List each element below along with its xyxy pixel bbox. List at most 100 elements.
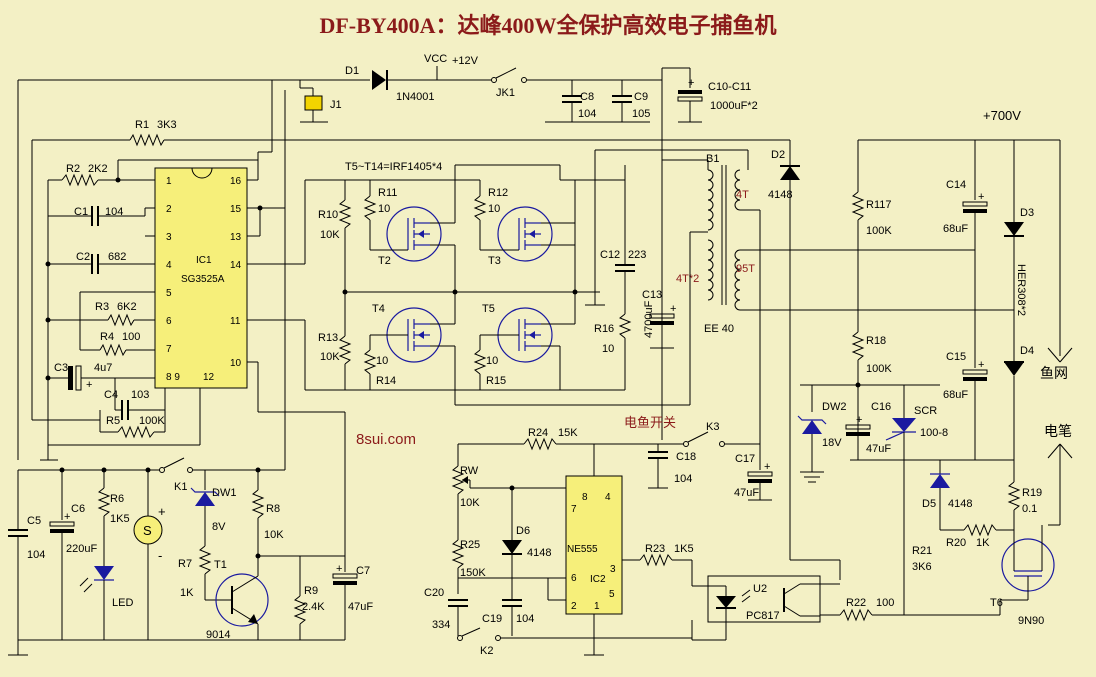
scr-label: SCR — [914, 405, 937, 417]
r5-label: R5 — [106, 415, 120, 427]
k2-label: K2 — [480, 645, 493, 657]
t4-label: T4 — [372, 303, 385, 315]
ic1-pin-10: 10 — [230, 358, 242, 369]
optocoupler-u2: U2 PC817 — [691, 560, 840, 641]
c1-value: 104 — [105, 206, 123, 218]
r21-label: R21 — [912, 545, 932, 557]
r117-label: R117 — [866, 199, 891, 211]
c10-label: C10-C11 — [708, 81, 751, 93]
c13-label: C13 — [642, 289, 662, 301]
plus-c17: + — [764, 461, 770, 473]
ic2-pin-5: 5 — [609, 589, 615, 600]
hv-section: D2 4148 +700V R117 100K R18 100K C14 68u… — [768, 108, 1073, 560]
r2-value: 2K2 — [88, 163, 108, 175]
c12-value: 223 — [628, 249, 646, 261]
t2-label: T2 — [378, 255, 391, 267]
transistor-t1 — [215, 573, 269, 627]
r11-label: R11 — [378, 187, 397, 199]
r4-label: R4 — [100, 331, 114, 343]
ic2-ne555 — [565, 475, 623, 615]
b1-label: B1 — [706, 153, 719, 165]
dw2-label: DW2 — [822, 401, 846, 413]
diode-d2 — [780, 166, 800, 180]
t1-label: T1 — [214, 559, 227, 571]
vcc-label: VCC — [424, 53, 447, 65]
d6-label: D6 — [516, 525, 530, 537]
mosfet-t3 — [497, 206, 553, 262]
diode-d5 — [930, 474, 950, 488]
ic2-pin-7: 7 — [571, 504, 577, 515]
ic1-pin-2: 2 — [166, 204, 172, 215]
ic1-pin-6: 6 — [166, 316, 172, 327]
ic1-section: IC1 SG3525A 1 2 3 4 5 6 7 8 9 12 10 11 1… — [17, 80, 790, 570]
r16-value: 10 — [602, 343, 614, 355]
diode-d3 — [1004, 222, 1024, 236]
r13-value: 10K — [320, 351, 340, 363]
minus-meter: - — [158, 548, 162, 563]
d2-value: 4148 — [768, 189, 792, 201]
t3-label: T3 — [488, 255, 501, 267]
r4-value: 100 — [122, 331, 140, 343]
plus-c14: + — [978, 191, 984, 203]
r3-label: R3 — [95, 301, 109, 313]
r9-value: 2.4K — [302, 601, 325, 613]
r25-value: 150K — [460, 567, 486, 579]
r7-label: R7 — [178, 558, 192, 570]
mosfet-bridge: T5~T14=IRF1405*4 R10 10K R13 10K — [305, 149, 748, 406]
d4-label: D4 — [1020, 345, 1034, 357]
c16-label: C16 — [871, 401, 891, 413]
r15-label: R15 — [486, 375, 506, 387]
c13-value: 4700uF — [643, 300, 655, 338]
r8-value: 10K — [264, 529, 284, 541]
d6-value: 4148 — [527, 547, 551, 559]
ic1-pin-3: 3 — [166, 232, 172, 243]
c19-label: C19 — [482, 613, 502, 625]
ic1-pin-7: 7 — [166, 344, 172, 355]
v700-label: +700V — [983, 108, 1021, 123]
r6-label: R6 — [110, 493, 124, 505]
c10-value: 1000uF*2 — [710, 100, 758, 112]
r2-label: R2 — [66, 163, 80, 175]
c12-label: C12 — [600, 249, 620, 261]
diode-d4 — [1004, 362, 1024, 376]
dw1-label: DW1 — [212, 487, 236, 499]
t6-value: 9N90 — [1018, 615, 1044, 627]
r12-value: 10 — [488, 203, 500, 215]
ic1-pin-5: 5 — [166, 288, 172, 299]
ic1-pin-1: 1 — [166, 176, 172, 187]
rw-value: 10K — [460, 497, 480, 509]
u2-value: PC817 — [746, 610, 780, 622]
transformer-b1: B1 4T 4T*2 95T EE 40 C13 + 4700uF — [642, 150, 1014, 455]
r16-label: R16 — [594, 323, 614, 335]
plus-meter: + — [158, 504, 166, 519]
r19-value: 0.1 — [1022, 503, 1037, 515]
b1-95t: 95T — [736, 263, 755, 275]
r3-value: 6K2 — [117, 301, 137, 313]
ic1-pin-89: 8 9 — [166, 372, 180, 383]
input-supply: J1 D1 1N4001 VCC +12V JK1 C8 104 C9 105 — [18, 53, 758, 440]
t5-label: T5 — [482, 303, 495, 315]
output-pen: 电笔 — [1044, 424, 1072, 440]
switch-k3 — [687, 431, 709, 443]
c2-label: C2 — [76, 251, 90, 263]
r20-label: R20 — [946, 537, 966, 549]
dw1-value: 8V — [212, 521, 226, 533]
c4-value: 103 — [131, 389, 149, 401]
c5-value: 104 — [27, 549, 45, 561]
mosfet-note: T5~T14=IRF1405*4 — [345, 161, 442, 173]
output-fish-net: 鱼网 — [1040, 365, 1068, 382]
site-watermark: 8sui.com — [356, 431, 416, 448]
r12-label: R12 — [488, 187, 508, 199]
b1-core: EE 40 — [704, 323, 734, 335]
ic2-name: IC2 — [590, 574, 606, 585]
ic1-sg3525a — [154, 167, 248, 389]
c15-value: 68uF — [943, 389, 968, 401]
c15-label: C15 — [946, 351, 966, 363]
scr-value: 100-8 — [920, 427, 948, 439]
r11-value: 10 — [378, 203, 390, 215]
switch-jk1 — [495, 67, 517, 79]
ic2-pin-3: 3 — [610, 564, 616, 575]
r5-value: 100K — [139, 415, 165, 427]
r25-label: R25 — [460, 539, 480, 551]
ic1-name: IC1 — [196, 255, 212, 266]
